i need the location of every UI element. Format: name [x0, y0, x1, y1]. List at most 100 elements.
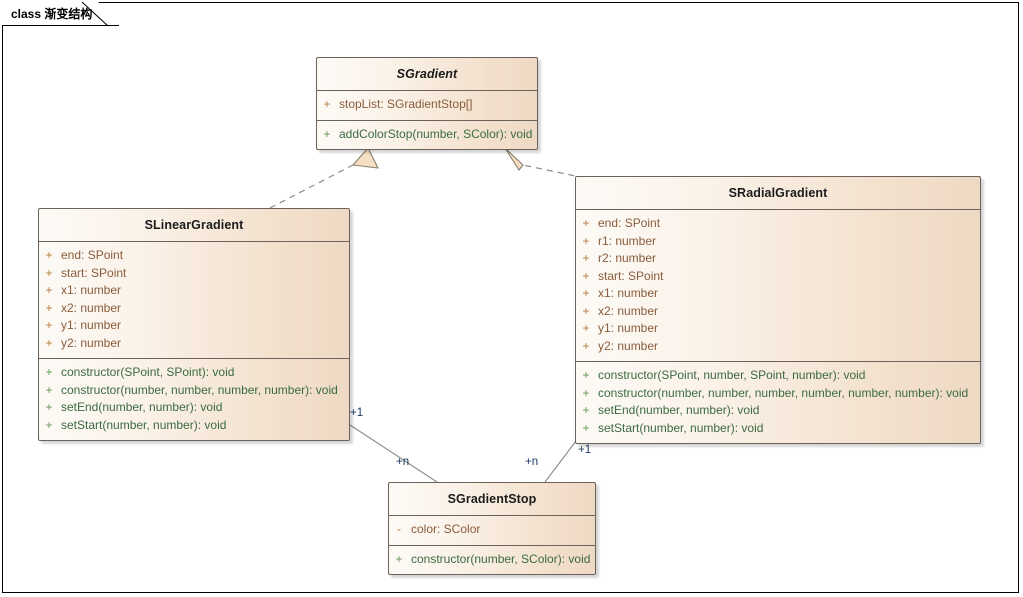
- visibility-marker: +: [395, 551, 403, 566]
- operations-section-sgradientstop: + constructor(number, SColor): void: [389, 546, 595, 575]
- class-separator: [317, 119, 537, 121]
- attribute-label: start: SPoint: [61, 265, 127, 280]
- visibility-marker: +: [582, 251, 590, 265]
- visibility-marker: +: [45, 283, 53, 297]
- class-separator: [576, 361, 980, 362]
- attribute-label: r2: number: [598, 251, 657, 265]
- attribute-label: x1: number: [598, 286, 659, 300]
- class-separator: [576, 209, 980, 210]
- visibility-marker: +: [582, 403, 590, 417]
- visibility-marker: +: [45, 300, 53, 315]
- attribute-row: + start: SPoint: [576, 268, 980, 286]
- operation-row: + constructor(number, SColor): void: [389, 551, 595, 569]
- attribute-row: - color: SColor: [389, 521, 595, 539]
- attributes-section-sradialgradient: + end: SPoint + r1: number + r2: number …: [576, 210, 980, 361]
- operation-row: + constructor(number, number, number, nu…: [39, 382, 349, 400]
- operations-section-slineargradient: + constructor(SPoint, SPoint): void + co…: [39, 359, 349, 440]
- attribute-row: + x1: number: [39, 282, 349, 300]
- attribute-label: end: SPoint: [61, 248, 124, 262]
- class-name-sgradient: SGradient: [396, 67, 458, 81]
- attribute-row: + end: SPoint: [576, 215, 980, 233]
- attribute-row: + x2: number: [39, 300, 349, 318]
- operation-row: + setStart(number, number): void: [576, 420, 980, 438]
- class-separator: [39, 358, 349, 359]
- visibility-marker: +: [582, 303, 590, 318]
- operation-label: setEnd(number, number): void: [61, 400, 223, 414]
- operations-section-sradialgradient: + constructor(SPoint, number, SPoint, nu…: [576, 362, 980, 443]
- attribute-row: + y2: number: [39, 335, 349, 353]
- visibility-marker: +: [45, 365, 53, 379]
- visibility-marker: +: [323, 126, 331, 141]
- visibility-marker: +: [582, 233, 590, 248]
- visibility-marker: +: [45, 335, 53, 350]
- attribute-label: end: SPoint: [598, 216, 661, 230]
- visibility-marker: +: [582, 286, 590, 300]
- class-box-sradialgradient[interactable]: SRadialGradient + end: SPoint + r1: numb…: [575, 176, 981, 444]
- visibility-marker: -: [397, 522, 401, 536]
- frame-tab-diagonal-icon: [81, 1, 109, 27]
- operation-label: setEnd(number, number): void: [598, 403, 760, 417]
- visibility-marker: +: [45, 265, 53, 280]
- attribute-label: color: SColor: [411, 522, 481, 536]
- class-separator: [389, 515, 595, 516]
- operation-label: constructor(SPoint, SPoint): void: [61, 365, 235, 379]
- attribute-label: stopList: SGradientStop[]: [339, 97, 473, 111]
- frame-title-tab: class 渐变结构: [2, 2, 120, 26]
- visibility-marker: +: [45, 417, 53, 432]
- multiplicity-linear-1: +1: [350, 407, 364, 419]
- attribute-row: + x2: number: [576, 303, 980, 321]
- operation-row: + setStart(number, number): void: [39, 417, 349, 435]
- frame-tab-underline: [2, 25, 86, 26]
- class-box-sgradient[interactable]: SGradient + stopList: SGradientStop[] + …: [316, 57, 538, 150]
- operation-label: setStart(number, number): void: [61, 417, 227, 432]
- class-separator: [39, 241, 349, 242]
- class-name-sgradientstop: SGradientStop: [447, 492, 537, 506]
- attribute-label: y1: number: [61, 318, 122, 332]
- attributes-section-sgradientstop: - color: SColor: [389, 516, 595, 545]
- visibility-marker: +: [45, 248, 53, 262]
- operation-label: setStart(number, number): void: [598, 420, 764, 435]
- visibility-marker: +: [582, 385, 590, 400]
- attribute-row: + stopList: SGradientStop[]: [317, 96, 537, 114]
- operation-row: + setEnd(number, number): void: [39, 399, 349, 417]
- frame-title-label: class 渐变结构: [11, 7, 93, 21]
- class-box-slineargradient[interactable]: SLinearGradient + end: SPoint + start: S…: [38, 208, 350, 441]
- class-name-sradialgradient: SRadialGradient: [728, 186, 828, 200]
- visibility-marker: +: [582, 268, 590, 283]
- multiplicity-radial-n: +n: [525, 456, 539, 468]
- operation-label: addColorStop(number, SColor): void: [339, 126, 533, 141]
- visibility-marker: +: [582, 216, 590, 230]
- operation-row: + constructor(number, number, number, nu…: [576, 385, 980, 403]
- attribute-row: + r2: number: [576, 250, 980, 268]
- class-separator: [389, 544, 595, 546]
- visibility-marker: +: [45, 382, 53, 397]
- attribute-label: x2: number: [61, 300, 122, 315]
- visibility-marker: +: [323, 97, 331, 111]
- attribute-row: + r1: number: [576, 233, 980, 251]
- operation-row: + setEnd(number, number): void: [576, 402, 980, 420]
- attribute-row: + y2: number: [576, 338, 980, 356]
- class-box-sgradientstop[interactable]: SGradientStop - color: SColor + construc…: [388, 482, 596, 575]
- multiplicity-linear-n: +n: [396, 456, 410, 468]
- visibility-marker: +: [45, 318, 53, 332]
- attribute-row: + y1: number: [576, 320, 980, 338]
- visibility-marker: +: [582, 420, 590, 435]
- visibility-marker: +: [582, 338, 590, 353]
- attribute-label: y2: number: [598, 338, 659, 353]
- attribute-label: y1: number: [598, 321, 659, 335]
- attribute-row: + end: SPoint: [39, 247, 349, 265]
- class-name-slineargradient: SLinearGradient: [144, 218, 244, 232]
- visibility-marker: +: [582, 368, 590, 382]
- operations-section-sgradient: + addColorStop(number, SColor): void: [317, 121, 537, 150]
- operation-label: constructor(number, number, number, numb…: [598, 385, 969, 400]
- operation-row: + addColorStop(number, SColor): void: [317, 126, 537, 144]
- attribute-row: + y1: number: [39, 317, 349, 335]
- operation-label: constructor(SPoint, number, SPoint, numb…: [598, 368, 866, 382]
- operation-label: constructor(number, SColor): void: [411, 551, 591, 566]
- attribute-label: start: SPoint: [598, 268, 664, 283]
- attribute-row: + start: SPoint: [39, 265, 349, 283]
- attribute-label: r1: number: [598, 233, 657, 248]
- visibility-marker: +: [45, 400, 53, 414]
